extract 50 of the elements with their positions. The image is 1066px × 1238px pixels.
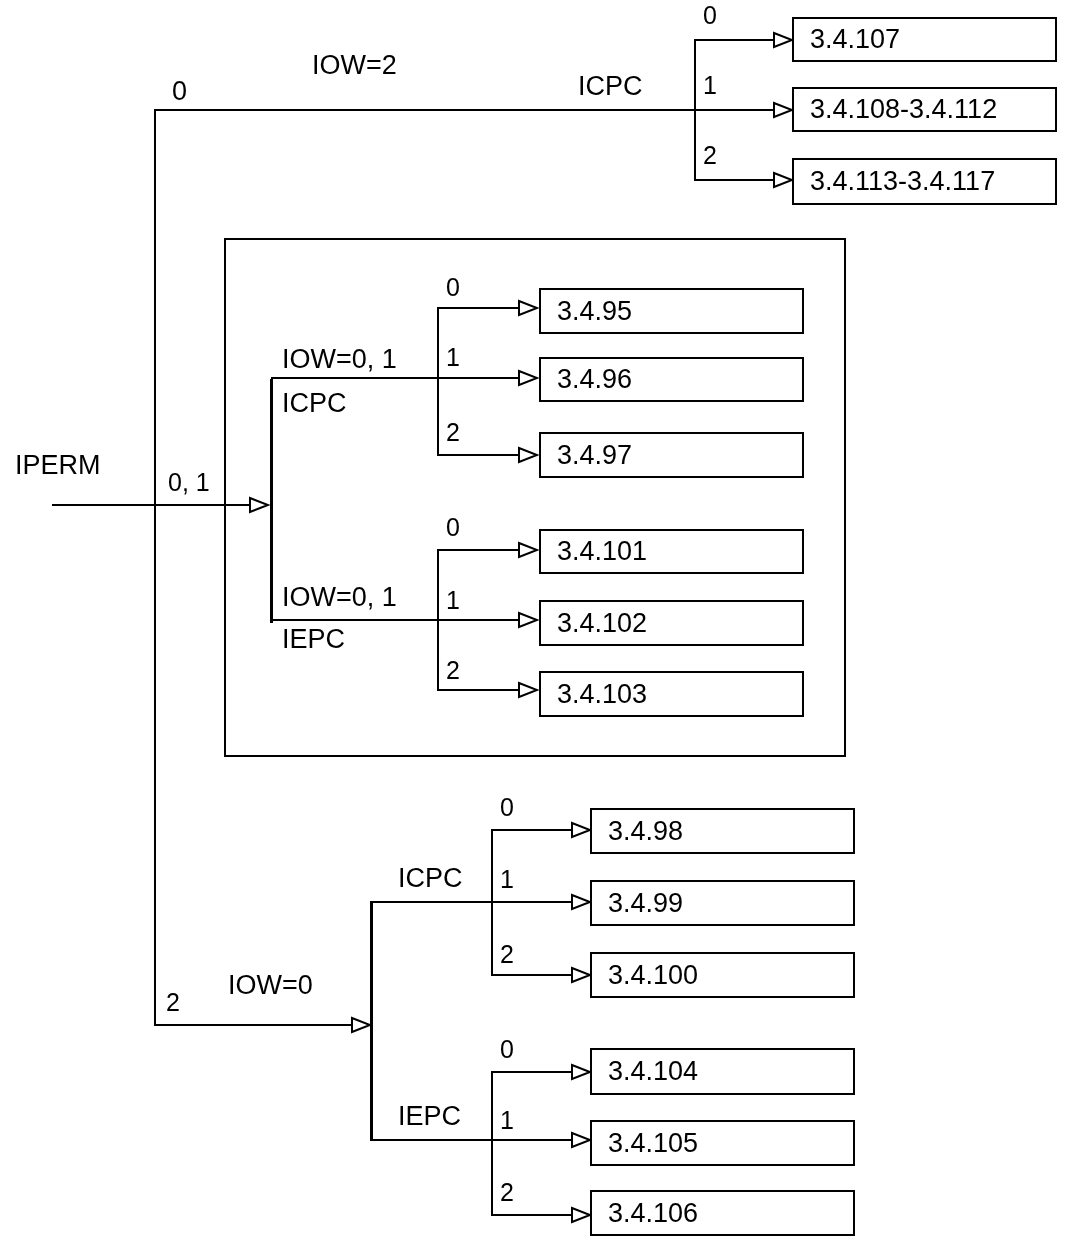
- branch-label: 1: [446, 588, 460, 613]
- number-box: 3.4.102: [539, 600, 804, 646]
- branch-label: 0: [172, 78, 188, 105]
- branch-label: 2: [166, 990, 180, 1015]
- branch-label: IOW=0, 1: [282, 346, 397, 373]
- branch-label: IEPC: [398, 1103, 462, 1130]
- arrow: [51, 504, 371, 1033]
- branch-label: IEPC: [282, 626, 346, 653]
- branch-label: 1: [500, 867, 514, 892]
- arrow: [270, 619, 538, 698]
- number-box: 3.4.105: [590, 1120, 855, 1166]
- junction-bar: [270, 379, 273, 623]
- branch-label: 1: [446, 345, 460, 370]
- number-box: 3.4.107: [792, 17, 1057, 62]
- branch-label: ICPC: [282, 390, 347, 417]
- branch-label: 2: [500, 1180, 514, 1205]
- branch-label: 2: [500, 942, 514, 967]
- number-box: 3.4.106: [590, 1190, 855, 1236]
- branch-label: IOW=0, 1: [282, 584, 397, 611]
- branch-label: 0: [500, 795, 514, 820]
- arrow: [270, 377, 538, 463]
- number-box: 3.4.98: [590, 808, 855, 854]
- frame-box: [224, 238, 846, 757]
- number-box: 3.4.100: [590, 952, 855, 998]
- branch-label: 1: [500, 1108, 514, 1133]
- number-box: 3.4.104: [590, 1048, 855, 1095]
- number-box: 3.4.103: [539, 671, 804, 717]
- number-box: 3.4.99: [590, 880, 855, 926]
- branch-label: 2: [446, 658, 460, 683]
- junction-bar: [370, 901, 373, 1141]
- arrow: [372, 901, 591, 983]
- branch-label: 2: [446, 420, 460, 445]
- branch-label: ICPC: [578, 73, 643, 100]
- number-box: 3.4.97: [539, 432, 804, 478]
- branch-label: 1: [703, 73, 717, 98]
- branch-label: 0: [500, 1037, 514, 1062]
- branch-label: 0: [446, 515, 460, 540]
- branch-label: 0, 1: [168, 470, 210, 495]
- number-box: 3.4.108-3.4.112: [792, 87, 1057, 132]
- branch-label: ICPC: [398, 865, 463, 892]
- branch-label: 0: [446, 275, 460, 300]
- number-box: 3.4.113-3.4.117: [792, 158, 1057, 205]
- branch-label: IOW=2: [312, 52, 397, 79]
- number-box: 3.4.101: [539, 529, 804, 574]
- branch-label: IOW=0: [228, 972, 313, 999]
- number-box: 3.4.96: [539, 357, 804, 402]
- signal-name: IPERM: [15, 452, 101, 479]
- branch-label: 0: [703, 3, 717, 28]
- number-box: 3.4.95: [539, 288, 804, 334]
- branch-label: 2: [703, 143, 717, 168]
